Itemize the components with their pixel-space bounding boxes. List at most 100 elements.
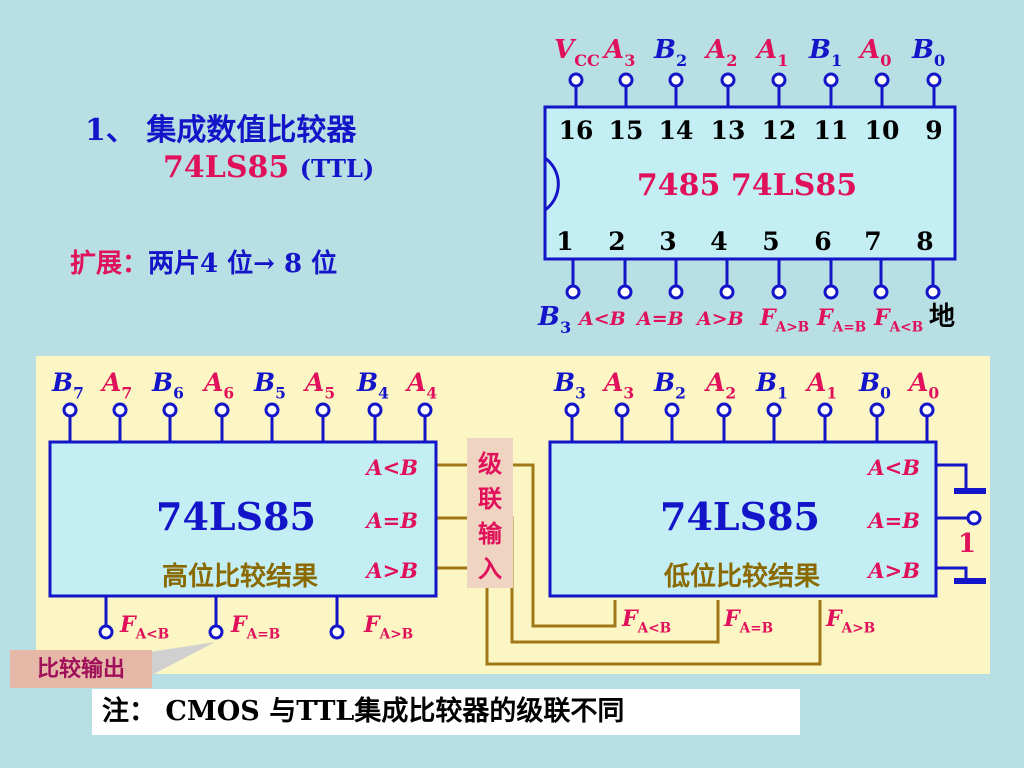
pinout-bottom-terminal xyxy=(925,284,941,300)
expansion-text: 两片4 位→ 8 位 xyxy=(148,249,338,279)
chip-cascade-input-name: A<B xyxy=(866,455,920,480)
pinout-bottom-number: 1 xyxy=(556,227,573,256)
pinout-top-number: 12 xyxy=(762,116,797,145)
heading-number: 1、 xyxy=(85,113,136,148)
pinout-top-name: A1 xyxy=(754,35,788,70)
chip-input-terminal xyxy=(315,402,331,418)
pinout-bottom-terminal xyxy=(617,284,633,300)
chip-output-terminal xyxy=(98,624,114,640)
pinout-bottom-terminal xyxy=(565,284,581,300)
pinout-bottom-name: FA>B xyxy=(759,305,809,336)
pinout-bottom-terminal xyxy=(668,284,684,300)
pinout-top-terminal xyxy=(874,72,890,88)
chip-cascade-input-name: A=B xyxy=(364,508,418,533)
chip-output-terminal xyxy=(329,624,345,640)
pinout-top-name: A2 xyxy=(703,35,737,70)
chip-input-name: A3 xyxy=(602,368,634,403)
pinout-top-name: A3 xyxy=(601,35,635,70)
pinout-bottom-number: 2 xyxy=(608,227,625,256)
chip-input-name: A2 xyxy=(704,368,736,403)
pinout-top-terminal xyxy=(823,72,839,88)
chip-input-terminal xyxy=(367,402,383,418)
chip-cascade-input-name: A>B xyxy=(866,558,920,583)
pinout-bottom-number: 6 xyxy=(814,227,831,256)
pinout-bottom-name: FA<B xyxy=(873,305,923,336)
pinout-top-name: B2 xyxy=(653,35,687,70)
chip-output-name: FA<B xyxy=(621,606,671,637)
chip-input-terminal xyxy=(716,402,732,418)
pinout-bottom-name: FA=B xyxy=(816,305,866,336)
chip-input-name: B3 xyxy=(553,368,586,403)
low-chip-name: 74LS85 xyxy=(660,494,820,539)
pinout-top-number: 11 xyxy=(814,116,849,145)
heading-part: 74LS85 (TTL) xyxy=(163,150,374,185)
pinout-top-number: 15 xyxy=(609,116,644,145)
high-chip-body xyxy=(48,440,438,598)
cascade-input-char: 联 xyxy=(478,484,502,513)
chip-input-name: B5 xyxy=(253,368,286,403)
pinout-bottom-number: 3 xyxy=(659,227,676,256)
pinout-top-terminal xyxy=(771,72,787,88)
chip-input-terminal xyxy=(766,402,782,418)
pinout-bottom-name: A>B xyxy=(695,308,744,330)
ground-label: 地 xyxy=(929,302,955,332)
pinout-bottom-number: 8 xyxy=(916,227,933,256)
pinout-top-number: 9 xyxy=(925,116,942,145)
chip-cascade-input-name: A=B xyxy=(866,508,920,533)
pinout-bottom-number: 5 xyxy=(762,227,779,256)
pinout-bottom-terminal xyxy=(873,284,889,300)
chip-input-terminal xyxy=(614,402,630,418)
chip-input-name: B7 xyxy=(51,368,84,403)
heading-part-number: 74LS85 xyxy=(163,150,290,185)
compare-output-label: 比较输出 xyxy=(10,650,152,688)
chip-input-name: A1 xyxy=(805,368,837,403)
chip-cascade-input-name: A<B xyxy=(364,455,418,480)
pinout-top-terminal xyxy=(926,72,942,88)
high-chip-cascade-inputs: A<BA=BA>B xyxy=(364,455,418,583)
pinout-top-name: VCC xyxy=(554,35,600,70)
expansion-line: 扩展：两片4 位→ 8 位 xyxy=(70,243,337,280)
cascade-input-char: 输 xyxy=(478,519,503,548)
chip-output-name: FA>B xyxy=(363,612,413,643)
chip-input-terminal xyxy=(264,402,280,418)
pinout-bottom-terminal xyxy=(771,284,787,300)
chip-input-name: A4 xyxy=(405,368,437,403)
pinout-notch xyxy=(544,156,560,212)
heading-text: 集成数值比较器 xyxy=(146,113,357,148)
pinout-bottom-name: A=B xyxy=(635,308,684,330)
low-chip-body xyxy=(548,440,938,598)
pinout-bottom-name: A<B xyxy=(577,308,626,330)
pinout-top-terminal xyxy=(720,72,736,88)
chip-input-terminal xyxy=(162,402,178,418)
pinout-top-terminal xyxy=(668,72,684,88)
chip-input-name: A5 xyxy=(303,368,335,403)
chip-output-terminal xyxy=(208,624,224,640)
pinout-top-terminal xyxy=(618,72,634,88)
chip-input-name: B4 xyxy=(356,368,389,403)
pinout-diagram: 7485 74LS85 16VCC15A314B213A212A111B110A… xyxy=(537,35,957,337)
high-chip-caption: 高位比较结果 xyxy=(162,561,318,592)
chip-input-name: A0 xyxy=(907,368,939,403)
expansion-label: 扩展： xyxy=(70,249,149,279)
low-chip-tie-wires xyxy=(936,463,986,584)
pinout-bottom-terminal xyxy=(719,284,735,300)
chip-input-terminal xyxy=(112,402,128,418)
pinout-chip-body xyxy=(543,105,957,261)
pinout-top-number: 13 xyxy=(711,116,746,145)
pinout-top-name: B0 xyxy=(911,35,945,70)
chip-input-name: B1 xyxy=(755,368,788,403)
pinout-bottom-terminal xyxy=(823,284,839,300)
chip-input-name: A7 xyxy=(100,368,132,403)
pinout-top-terminal xyxy=(568,72,584,88)
heading-title: 1、 集成数值比较器 xyxy=(85,105,356,149)
note-text: 注： CMOS 与TTL集成比较器的级联不同 xyxy=(92,689,800,735)
pinout-bottom-number: 4 xyxy=(710,227,727,256)
logic-one-label: 1 xyxy=(958,529,976,559)
